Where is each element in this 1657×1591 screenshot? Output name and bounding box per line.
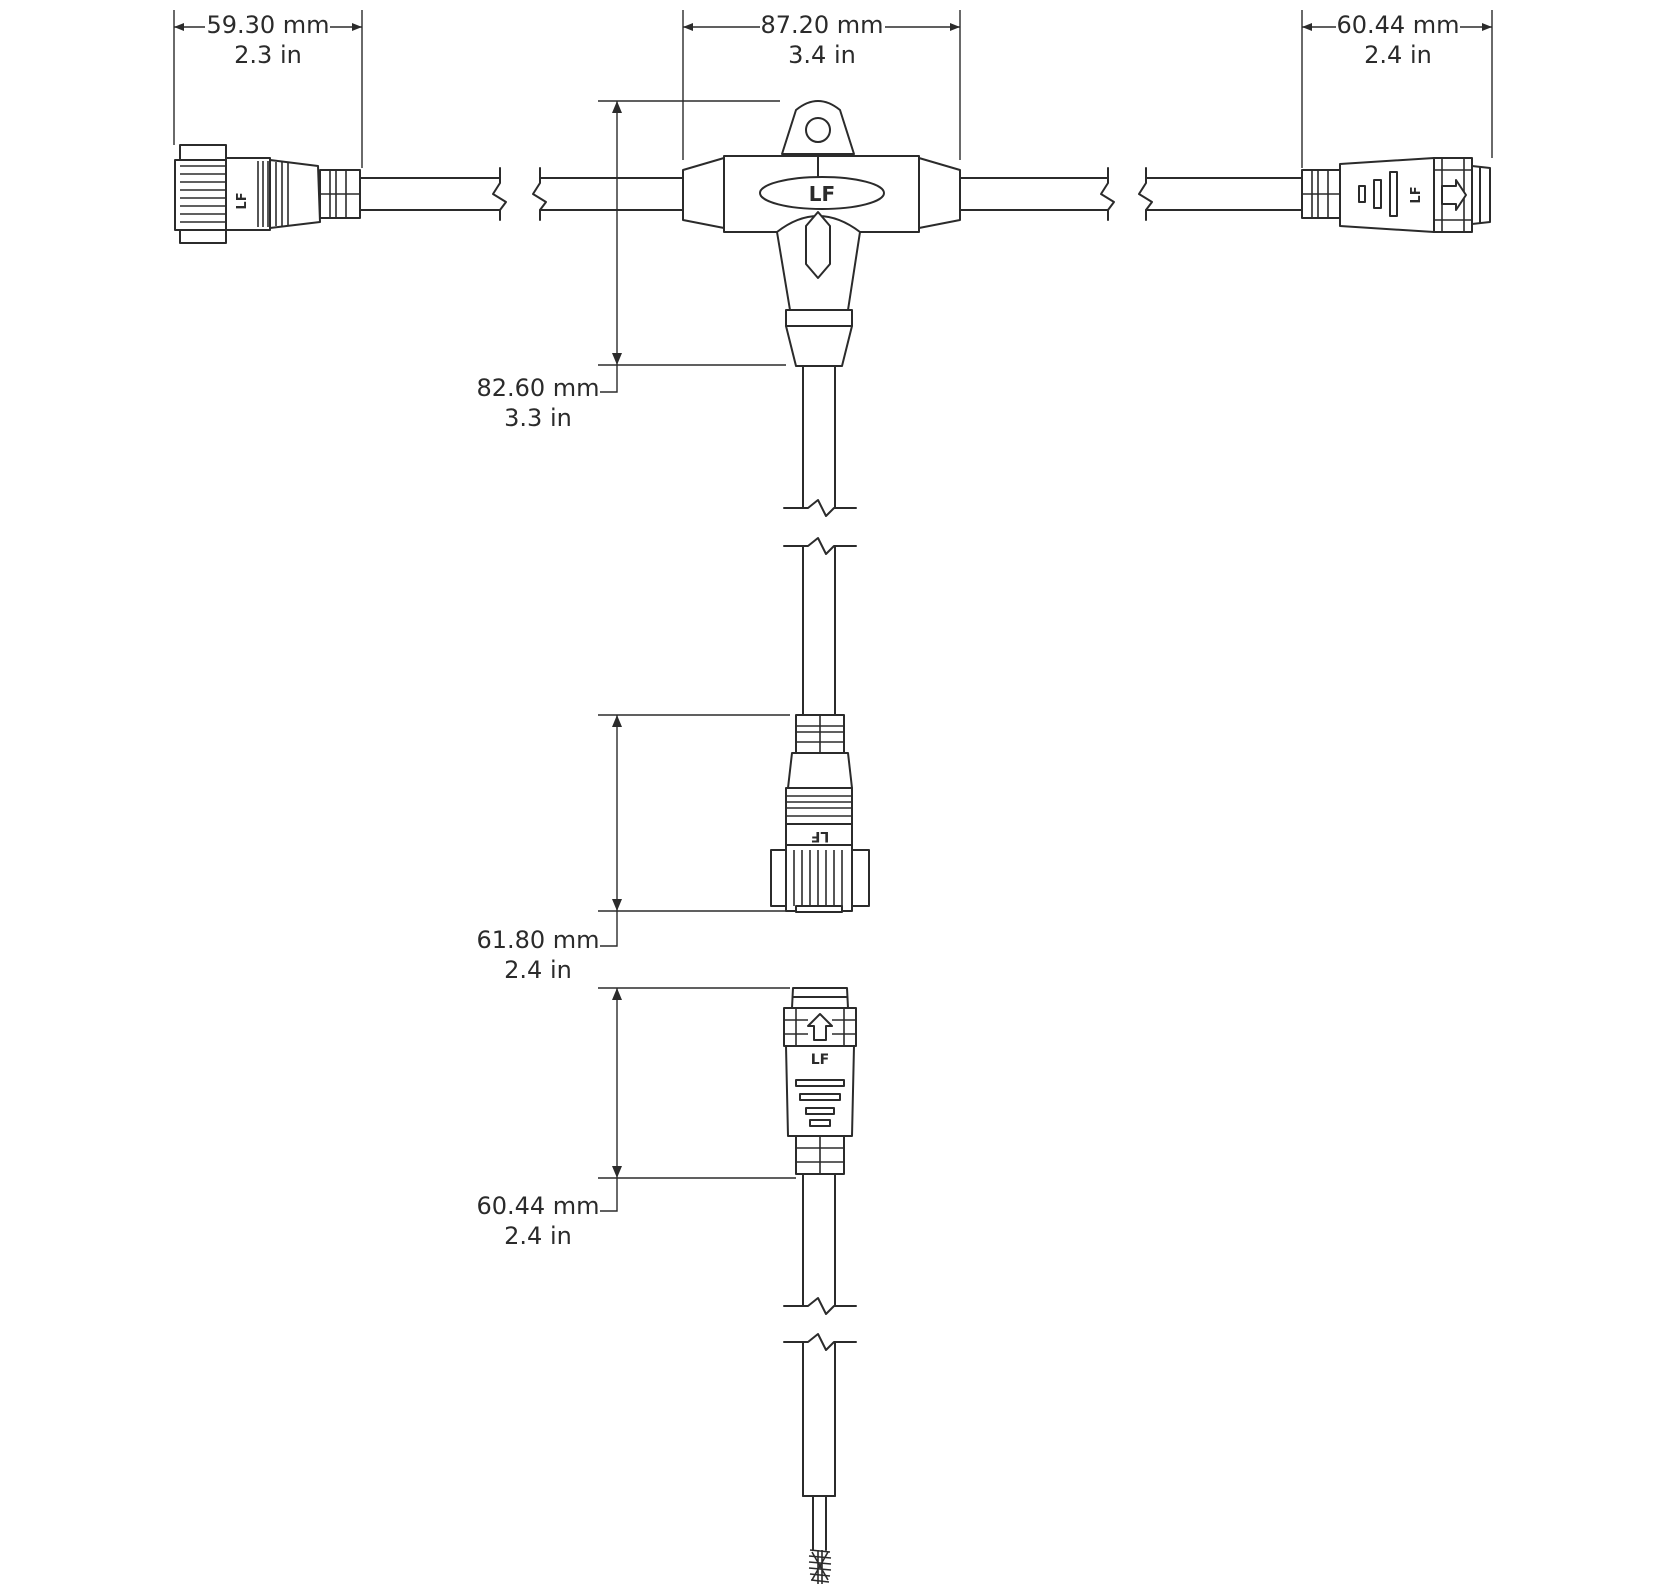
horizontal-cable	[359, 167, 1303, 221]
dim-tee-height-in: 3.3 in	[504, 404, 572, 432]
drop-female-connector: LF	[770, 714, 870, 913]
dim-right-in: 2.4 in	[1364, 41, 1432, 69]
dim-tee-mm: 87.20 mm	[760, 11, 883, 39]
drop-cable	[783, 365, 857, 716]
right-connector-logo: LF	[1409, 186, 1424, 203]
left-connector-logo: LF	[235, 192, 250, 209]
dim-right-mm: 60.44 mm	[1336, 11, 1459, 39]
stripped-wire-ends	[808, 1549, 832, 1584]
left-female-connector: LF	[174, 144, 361, 244]
dim-left-mm: 59.30 mm	[206, 11, 329, 39]
drop-male-logo: LF	[811, 1052, 829, 1068]
drop-female-logo: LF	[811, 828, 829, 844]
drop-insert-arrow-icon	[807, 1013, 833, 1041]
tee-logo: LF	[809, 182, 835, 206]
dimension-tee-height: 82.60 mm 3.3 in	[476, 100, 786, 432]
drop-cable-lower	[783, 1173, 857, 1584]
tee-body: LF	[682, 100, 961, 367]
insert-arrow-icon	[1441, 179, 1467, 211]
dimension-drop-female: 61.80 mm 2.4 in	[476, 714, 790, 984]
dimension-tee-width: 87.20 mm 3.4 in	[682, 10, 961, 160]
dim-drop-male-mm: 60.44 mm	[476, 1192, 599, 1220]
dimension-left-plug: 59.30 mm 2.3 in	[173, 10, 363, 168]
dim-tee-height-mm: 82.60 mm	[476, 374, 599, 402]
mount-hole-icon	[805, 117, 831, 143]
dim-left-in: 2.3 in	[234, 41, 302, 69]
dim-tee-in: 3.4 in	[788, 41, 856, 69]
dim-drop-male-in: 2.4 in	[504, 1222, 572, 1250]
dim-drop-female-in: 2.4 in	[504, 956, 572, 984]
dimension-right-plug: 60.44 mm 2.4 in	[1301, 10, 1493, 168]
right-male-connector: LF	[1301, 157, 1491, 233]
dimension-drop-male: 60.44 mm 2.4 in	[476, 987, 796, 1250]
dim-drop-female-mm: 61.80 mm	[476, 926, 599, 954]
drop-male-connector: LF	[783, 987, 857, 1175]
